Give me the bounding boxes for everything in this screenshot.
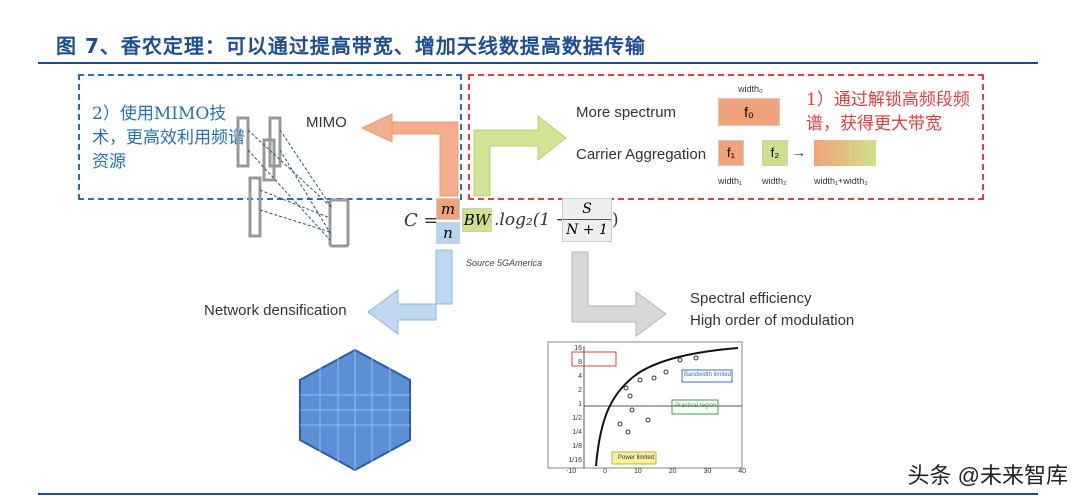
- width0-label: width₀: [738, 84, 763, 94]
- hexagon-network: [299, 348, 411, 472]
- y-tick: 16: [574, 345, 582, 352]
- watermark: 头条 @未来智库: [907, 463, 1068, 488]
- f1-box: f₁: [718, 140, 744, 166]
- formula-bw: BW: [462, 208, 492, 232]
- power-limited-label: Power limited: [618, 455, 655, 461]
- f2-box: f₂: [762, 140, 788, 166]
- densification-arrow: [367, 249, 453, 335]
- aggregated-band-box: [814, 140, 876, 166]
- spectral-efficiency-label: Spectral efficiency: [690, 290, 812, 307]
- y-tick: 4: [578, 373, 582, 380]
- formula-n1: N + 1: [563, 219, 611, 240]
- y-tick: 1: [578, 401, 582, 408]
- x-tick: 10: [633, 468, 642, 475]
- spectrum-arrow: [473, 114, 567, 197]
- mimo-note: 2）使用MIMO技术，更高效利用频谱资源: [92, 104, 245, 172]
- formula-close: ): [612, 210, 619, 230]
- y-tick: 8: [578, 359, 582, 366]
- mimo-device: [328, 198, 350, 248]
- x-tick: -10: [566, 468, 577, 475]
- y-tick: 1/2: [572, 415, 582, 422]
- formula-bw-text: BW: [463, 211, 491, 229]
- formula-s: S: [582, 201, 592, 217]
- modulation-label: High order of modulation: [690, 312, 855, 329]
- x-tick: 30: [703, 468, 712, 475]
- x-tick: 20: [668, 468, 677, 475]
- figure-title: 图 7、香农定理：可以通过提高带宽、增加天线数提高数据传输: [56, 34, 646, 58]
- efficiency-plot: [547, 341, 743, 469]
- formula-n: n: [436, 222, 460, 244]
- width1-label: width₁: [718, 176, 743, 186]
- formula-snr: S N + 1: [562, 198, 612, 242]
- x-tick: 0: [603, 468, 607, 475]
- bottom-rule: [38, 493, 1038, 495]
- formula-m: m: [436, 198, 460, 220]
- width-sum-label: width₁+width₂: [814, 176, 868, 186]
- formula-m-text: m: [440, 200, 456, 218]
- mimo-highlight-box: [78, 74, 462, 200]
- plot-y-ticks: 16 8 4 2 1 1/2 1/4 1/8 1/16: [562, 342, 582, 468]
- source-label: Source 5GAmerica: [466, 258, 543, 268]
- y-tick: 2: [578, 387, 582, 394]
- f2-label: f₂: [770, 145, 780, 160]
- mimo-links: [247, 129, 333, 241]
- carrier-aggregation-label: Carrier Aggregation: [576, 146, 707, 163]
- plot-x-ticks: -10 0 10 20 30 40: [566, 468, 746, 475]
- f0-label: f₀: [744, 104, 754, 120]
- y-tick: 1/16: [568, 457, 582, 464]
- formula-log: .log₂(1 +: [494, 210, 570, 230]
- antenna-array: [236, 116, 282, 238]
- x-tick: 40: [738, 468, 746, 475]
- network-densification-label: Network densification: [204, 302, 347, 319]
- efficiency-arrow: [571, 251, 667, 337]
- bandwidth-limited-label: Bandwidth limited: [684, 372, 732, 378]
- title-underline: [38, 62, 1038, 64]
- mimo-label: MIMO: [306, 114, 347, 131]
- spectrum-highlight-box: [468, 74, 984, 200]
- f1-label: f₁: [727, 145, 735, 160]
- formula-lhs: C =: [404, 210, 439, 231]
- practical-region-label: Practical region: [675, 403, 717, 409]
- mimo-arrow: [360, 113, 459, 197]
- y-tick: 1/8: [572, 443, 582, 450]
- f0-box: f₀: [718, 98, 780, 126]
- width2-label: width₂: [762, 176, 787, 186]
- y-tick: 1/4: [572, 429, 582, 436]
- spectrum-note: 1）通过解锁高频段频谱，获得更大带宽: [806, 90, 970, 134]
- arrow-right-icon: →: [792, 144, 806, 160]
- more-spectrum-label: More spectrum: [576, 104, 677, 121]
- formula-n-text: n: [443, 224, 453, 242]
